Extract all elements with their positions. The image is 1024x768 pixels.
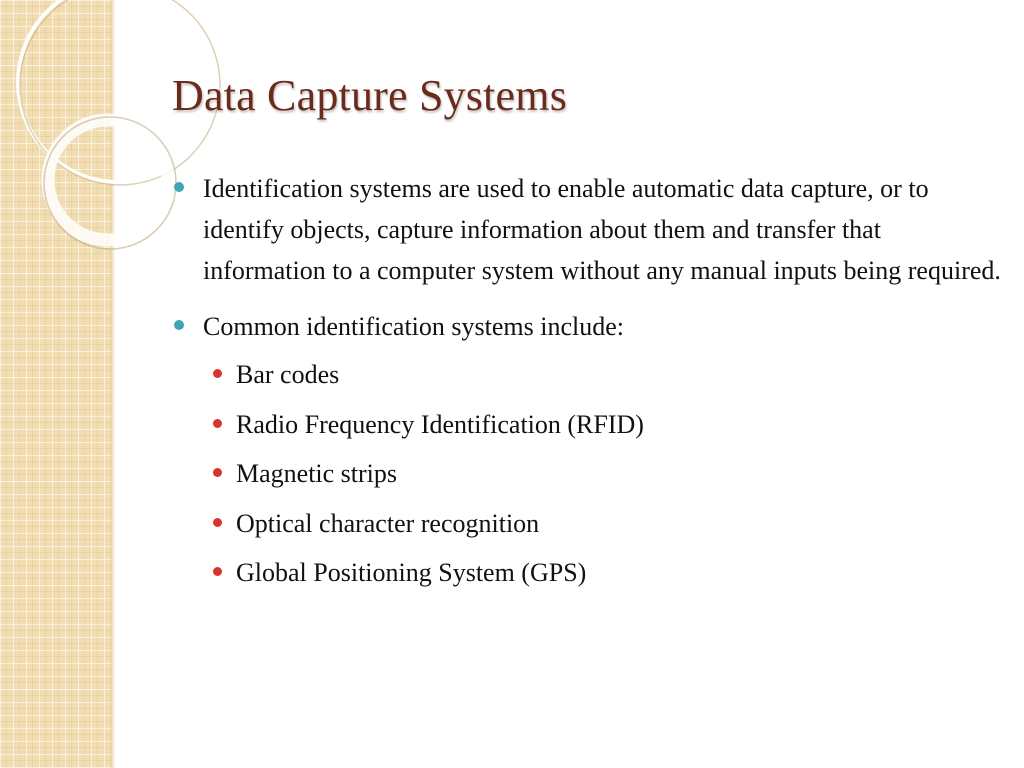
- sub-bullet-item: Radio Frequency Identification (RFID): [203, 404, 1002, 445]
- sub-bullet-text: Bar codes: [236, 360, 340, 389]
- red-bullet-icon: [213, 567, 222, 577]
- slide-title: Data Capture Systems: [172, 71, 568, 120]
- sub-bullet-text: Radio Frequency Identification (RFID): [236, 409, 644, 439]
- side-band-edge: [111, 0, 115, 768]
- sub-bullet-text: Optical character recognition: [236, 508, 540, 538]
- sub-bullet-item: Bar codes: [203, 354, 1002, 395]
- decorative-ring-small: [41, 113, 175, 247]
- bullet-item-identification: Identification systems are used to enabl…: [172, 168, 1002, 291]
- slide-content: Identification systems are used to enabl…: [172, 168, 1002, 593]
- sub-bullet-item: Magnetic strips: [203, 453, 1002, 494]
- decorative-ring-large: [16, 0, 220, 184]
- sub-bullet-item: Global Positioning System (GPS): [203, 552, 1002, 593]
- red-bullet-icon: [213, 468, 222, 478]
- sub-bullet-item: Optical character recognition: [203, 503, 1002, 544]
- red-bullet-icon: [213, 418, 222, 428]
- bullet-text: Identification systems are used to enabl…: [203, 174, 1001, 285]
- red-bullet-icon: [213, 517, 222, 527]
- red-bullet-icon: [213, 369, 222, 378]
- sub-bullet-text: Magnetic strips: [236, 459, 398, 489]
- teal-bullet-icon: [174, 320, 184, 330]
- bullet-item-common-systems: Common identification systems include: B…: [172, 306, 1002, 593]
- sub-bullet-text: Global Positioning System (GPS): [236, 558, 587, 588]
- bullet-text: Common identification systems include:: [203, 312, 625, 341]
- teal-bullet-icon: [174, 182, 184, 192]
- sub-bullet-list: Bar codes Radio Frequency Identification…: [175, 354, 1002, 593]
- decorative-ring-large-shadow: [19, 0, 221, 186]
